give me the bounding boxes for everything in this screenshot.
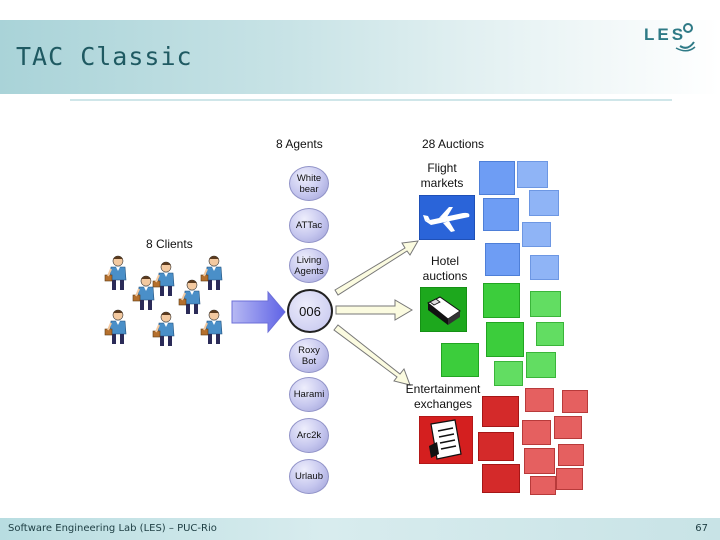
flight-markets-label: Flight markets [420, 161, 464, 190]
flight-auction-square [485, 243, 520, 276]
hotel-auction-square [494, 361, 523, 386]
clients-to-agent-arrow [231, 290, 286, 334]
footer-text: Software Engineering Lab (LES) – PUC-Rio [8, 523, 217, 534]
entertainment-auction-square [530, 476, 556, 495]
agent-arc2k: Arc2k [289, 418, 329, 453]
flight-auction-square [483, 198, 519, 231]
flight-auction-square [479, 161, 515, 195]
hotel-auction-square [530, 291, 561, 317]
agent-006: 006 [287, 289, 333, 333]
entertainment-auction-square [562, 390, 588, 413]
hotel-auction-square [536, 322, 564, 346]
auctions-label: 28 Auctions [422, 137, 485, 151]
entertainment-exchanges-label: Entertainment exchanges [405, 382, 481, 411]
entertainment-auction-square [554, 416, 582, 439]
agent-urlaub: Urlaub [289, 459, 329, 494]
entertainment-auction-square [482, 464, 520, 493]
agent-roxy-bot: Roxy Bot [289, 338, 329, 373]
hotel-auction-square [486, 322, 524, 357]
agent-living-agents: Living Agents [289, 248, 329, 283]
entertainment-auction-square [478, 432, 514, 461]
agent-white-bear: White bear [289, 166, 329, 201]
flight-auction-square [529, 190, 559, 216]
entertainment-auction-square [524, 448, 555, 474]
hotel-auction-square [483, 283, 520, 318]
agent-harami: Harami [289, 377, 329, 412]
airplane-icon [419, 195, 475, 240]
bed-icon [420, 287, 467, 332]
entertainment-auction-square [558, 444, 584, 466]
page-number: 67 [695, 523, 708, 534]
entertainment-auction-square [525, 388, 554, 412]
hotel-auction-square [441, 343, 479, 377]
les-logo-text: LES [644, 25, 686, 44]
arrow-to-flights [334, 240, 419, 296]
entertainment-auction-square [556, 468, 583, 490]
agents-label: 8 Agents [276, 137, 323, 151]
title-bar [0, 20, 720, 94]
flight-auction-square [530, 255, 559, 280]
hotel-auction-square [526, 352, 556, 378]
clients-label: 8 Clients [146, 237, 193, 251]
agent-attac: ATTac [289, 208, 329, 243]
les-logo: LES [644, 23, 696, 52]
entertainment-auction-square [522, 420, 551, 445]
slide-title: TAC Classic [16, 42, 193, 71]
title-rule [70, 99, 672, 101]
entertainment-auction-square [482, 396, 519, 427]
footer-bar [0, 518, 720, 540]
arrow-to-hotels [335, 299, 413, 321]
flight-auction-square [517, 161, 548, 188]
ticket-icon [419, 416, 473, 464]
arrow-to-entertainment [333, 324, 411, 386]
flight-auction-square [522, 222, 551, 247]
hotel-auctions-label: Hotel auctions [422, 254, 468, 283]
